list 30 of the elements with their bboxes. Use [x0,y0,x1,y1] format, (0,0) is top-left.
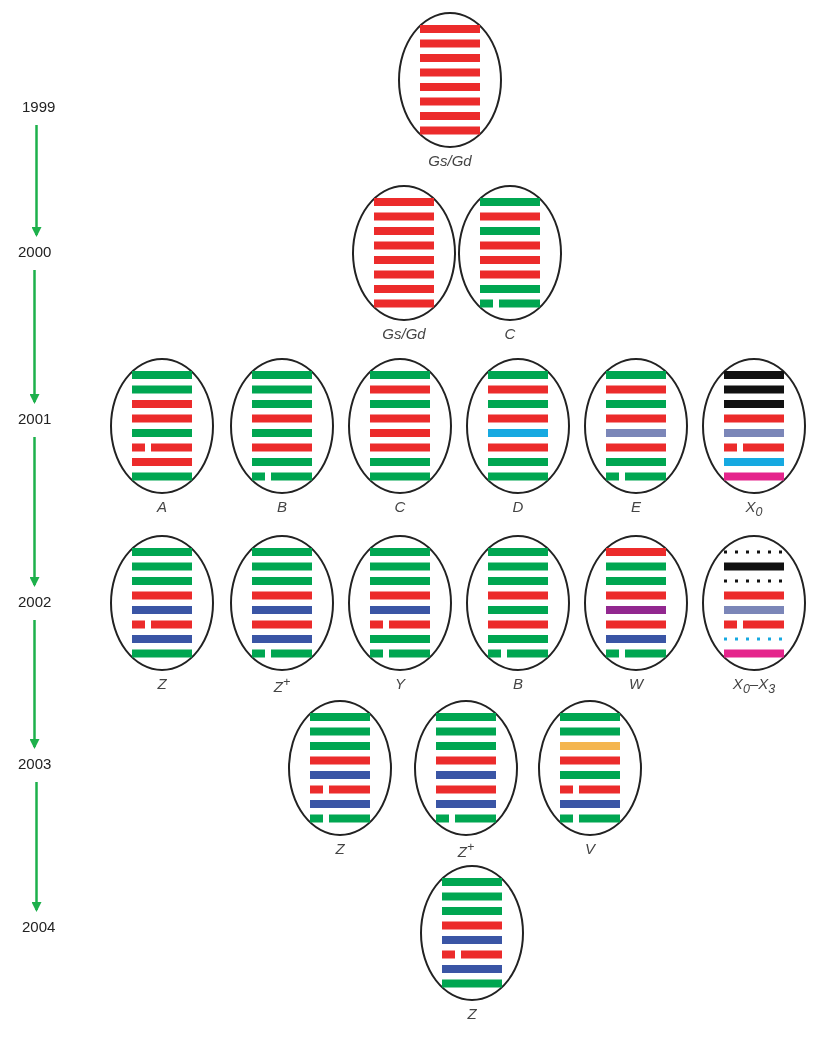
variant-label: Gs/Gd [428,152,472,169]
year-label: 2002 [18,593,52,610]
variant-label: Z [157,675,167,692]
variant-label: E [631,498,641,515]
variant-label: X$_{0}$ [745,498,763,519]
variant-label: X$_{0}$–X$_{3}$ [732,675,776,696]
arrow [31,125,42,237]
year-label: 2001 [18,410,52,427]
variant-label: C [394,498,406,515]
year-label: 2004 [22,918,56,935]
variant-label: Z [467,1005,477,1022]
year-label: 2000 [18,243,52,260]
variant-label: B [277,498,287,515]
variant-label: Z [335,840,345,857]
arrow [31,782,42,912]
arrow [29,437,40,587]
variant-label: D [512,498,524,515]
variant-label: V [585,840,595,857]
variant-label: Gs/Gd [382,325,426,342]
variant-label: Y [395,675,405,692]
variant-label: C [504,325,516,342]
variant-label: W [628,675,644,692]
arrow [29,620,40,749]
arrow [29,270,40,404]
variant-label: B [513,675,523,692]
variant-label: Z$^{+}$ [273,675,291,695]
variant-label: Z$^{+}$ [457,840,475,860]
year-label: 2003 [18,755,52,772]
year-label: 1999 [22,98,56,115]
variant-label: A [157,498,167,515]
